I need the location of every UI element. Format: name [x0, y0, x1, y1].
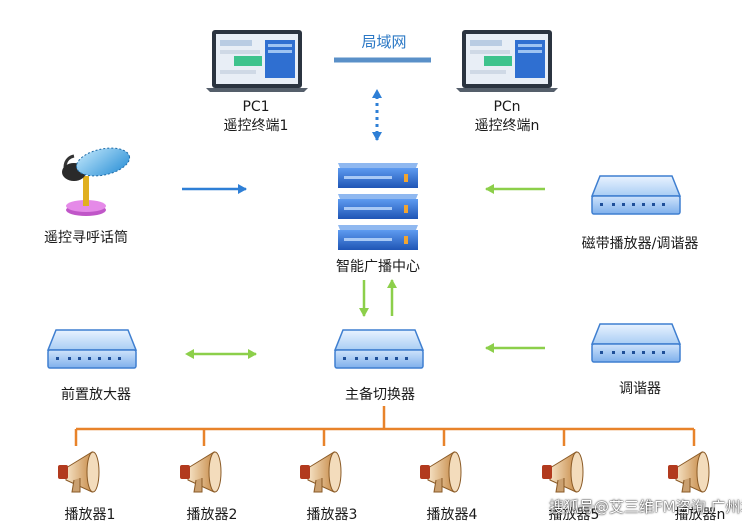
laptop-icon-pc1 [206, 30, 308, 92]
tape-player-icon [590, 175, 682, 215]
speaker-label: 播放器n [674, 507, 726, 523]
speaker-icon [420, 451, 462, 493]
pc1-role: 遥控终端1 [223, 118, 289, 134]
tuner-icon [590, 323, 682, 363]
speaker-icon [542, 451, 584, 493]
preamp-icon [46, 329, 138, 369]
pcn-role: 遥控终端n [474, 118, 540, 134]
speaker-label: 播放器5 [548, 507, 600, 523]
server-icon [338, 163, 418, 250]
tuner-label: 调谐器 [619, 381, 661, 397]
speaker-label: 播放器1 [64, 507, 116, 523]
laptop-icon-pcn [456, 30, 558, 92]
switcher-icon [333, 329, 425, 369]
preamp-label: 前置放大器 [61, 387, 131, 403]
mic-label: 遥控寻呼话筒 [44, 230, 128, 246]
switcher-label: 主备切换器 [345, 387, 415, 403]
speaker-icon [180, 451, 222, 493]
tape-label: 磁带播放器/调谐器 [581, 236, 699, 252]
speaker-icon [300, 451, 342, 493]
speaker-label: 播放器2 [186, 507, 238, 523]
speaker-label: 播放器4 [426, 507, 478, 523]
microphone-icon [62, 147, 131, 216]
pc1-name: PC1 [242, 99, 270, 115]
lan-label: 局域网 [361, 33, 407, 51]
center-label: 智能广播中心 [336, 259, 420, 275]
watermark: 搜狐号@艾三维FM咨询 广州君和 [549, 498, 742, 516]
speaker-icon [668, 451, 710, 493]
pcn-name: PCn [493, 99, 521, 115]
speaker-bus [74, 406, 696, 446]
speaker-icon [58, 451, 100, 493]
speaker-label: 播放器3 [306, 507, 358, 523]
